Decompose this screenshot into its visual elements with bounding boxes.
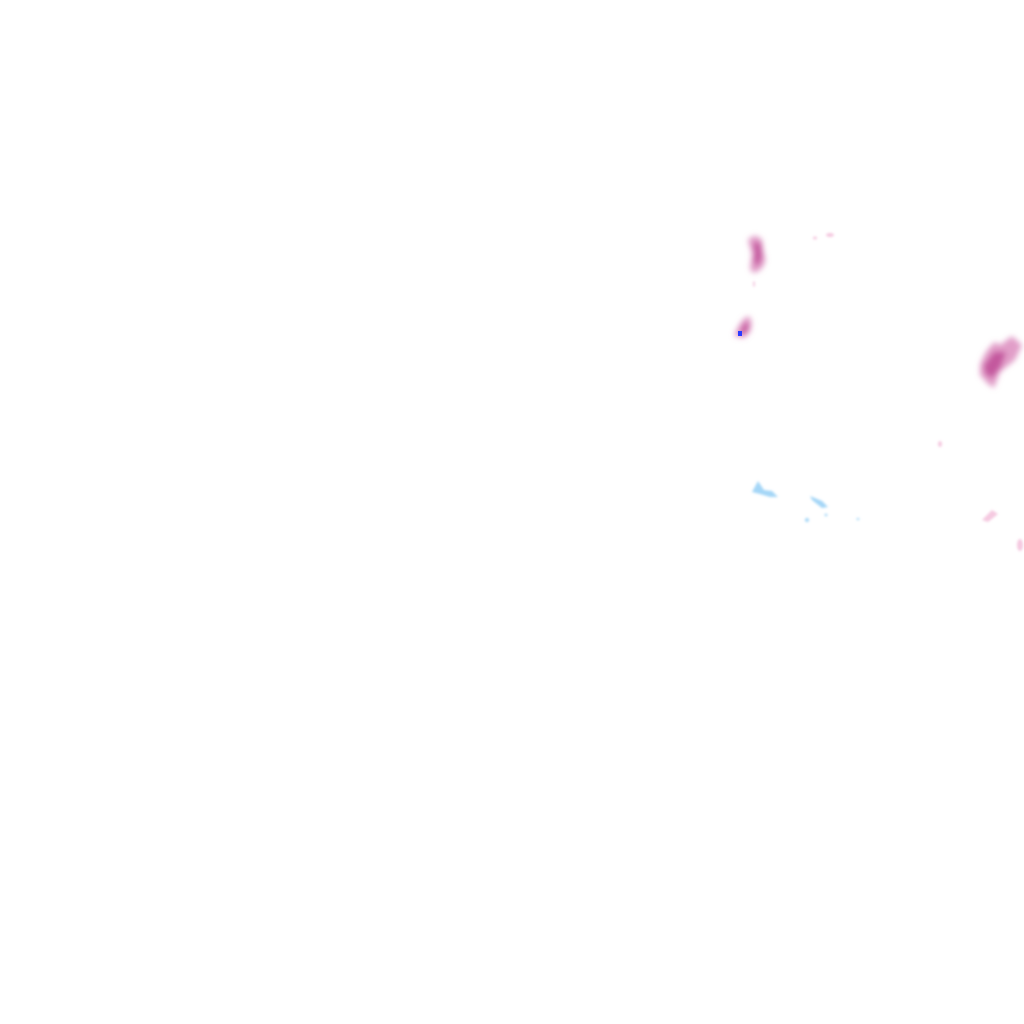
light-precip-specks [753, 233, 1023, 551]
precip-cell-east [980, 336, 1022, 388]
rain-core-west [738, 331, 742, 336]
precip-cell-north [748, 236, 766, 273]
rain-area-south [752, 481, 860, 522]
